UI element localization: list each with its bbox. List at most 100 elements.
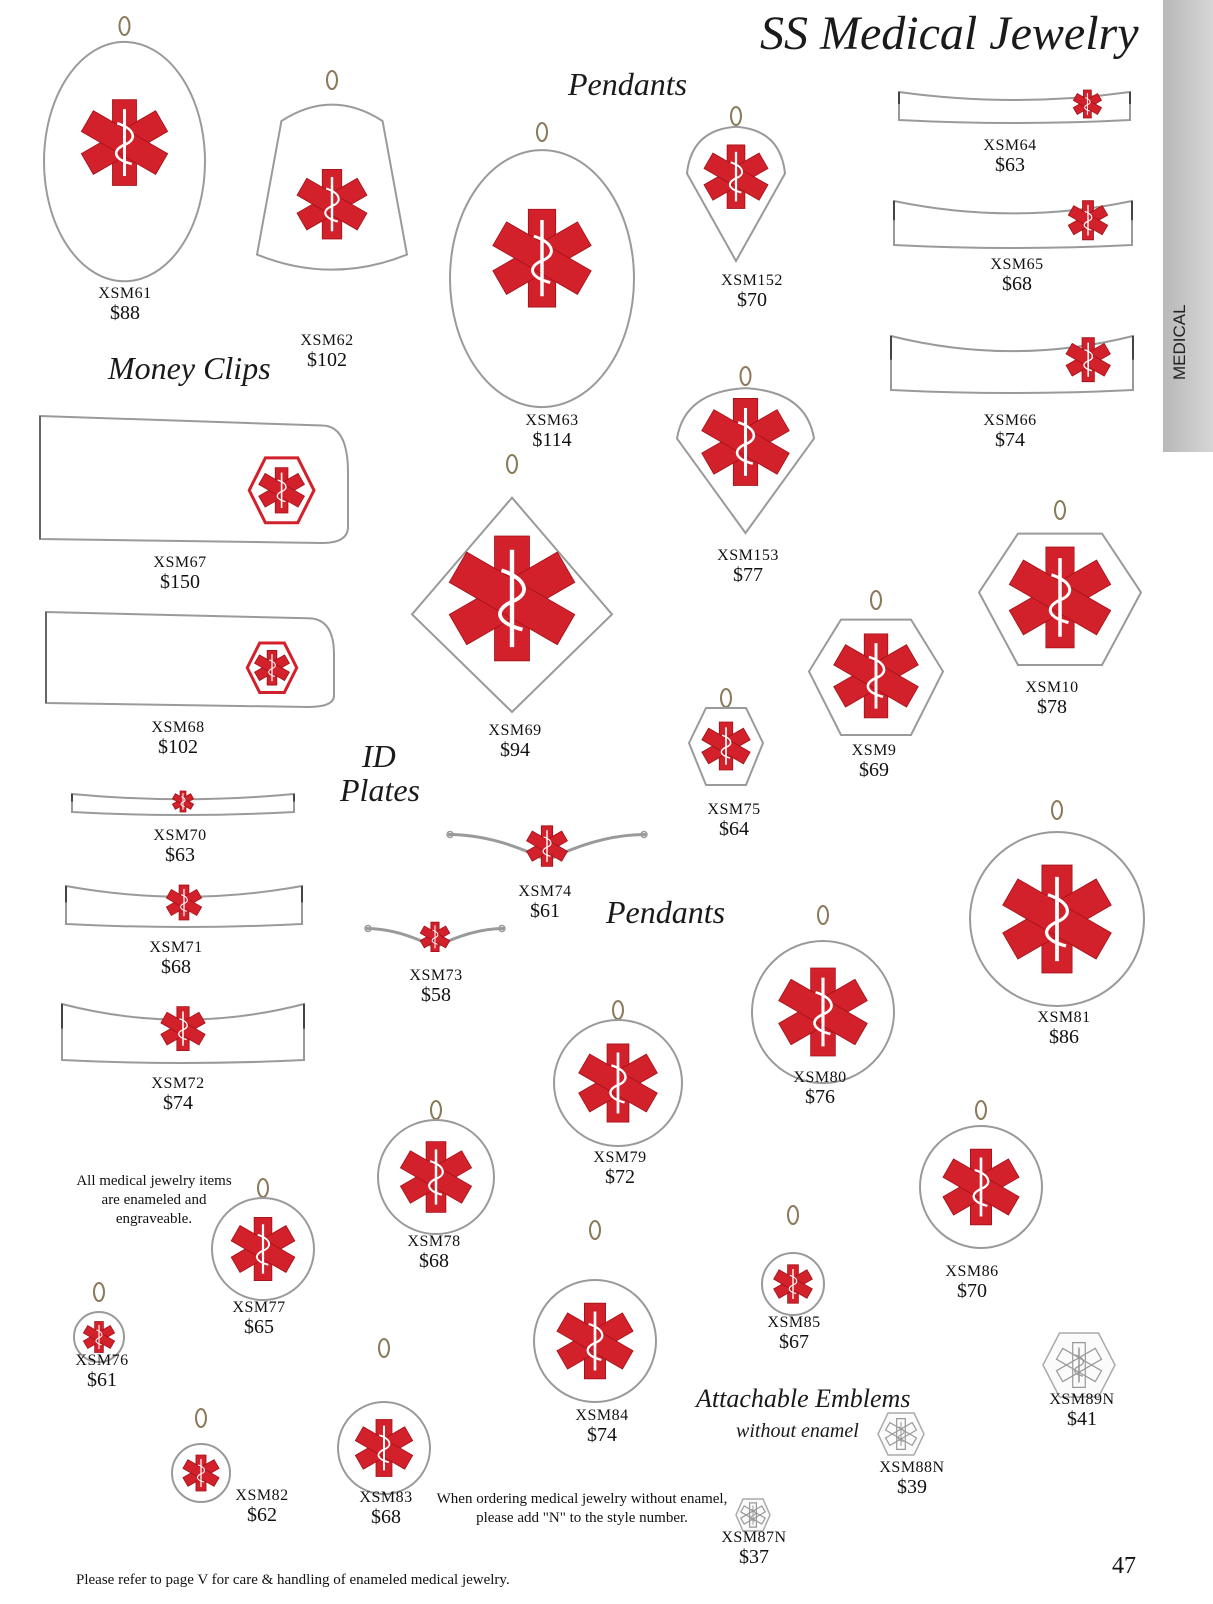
product-price: $65 <box>244 1315 274 1338</box>
product-xsm66 <box>885 330 1139 396</box>
medical-star-icon <box>171 1408 231 1503</box>
product-xsm78 <box>376 1100 496 1236</box>
product-label-xsm87n: XSM87N$37 <box>694 1529 814 1568</box>
product-xsm79 <box>552 1000 684 1148</box>
product-xsm72 <box>56 998 310 1066</box>
product-label-xsm63: XSM63$114 <box>492 412 612 451</box>
medical-star-icon <box>751 905 895 1084</box>
product-code: XSM72 <box>151 1075 205 1092</box>
medical-star-icon <box>43 16 206 283</box>
medical-star-icon <box>675 366 816 535</box>
product-price: $102 <box>307 348 347 371</box>
product-xsm67 <box>32 412 352 547</box>
heading-attachable-emblems: Attachable Emblems <box>696 1384 911 1413</box>
product-price: $64 <box>719 817 749 840</box>
product-xsm82 <box>170 1408 232 1504</box>
product-code: XSM70 <box>153 827 207 844</box>
product-label-xsm79: XSM79$72 <box>560 1149 680 1188</box>
product-label-xsm74: XSM74$61 <box>485 883 605 922</box>
product-code: XSM83 <box>359 1489 413 1506</box>
product-price: $70 <box>737 288 767 311</box>
product-xsm64 <box>893 86 1136 126</box>
product-label-xsm72: XSM72$74 <box>118 1075 238 1114</box>
product-label-xsm78: XSM78$68 <box>374 1233 494 1272</box>
product-price: $69 <box>859 758 889 781</box>
heading-pendants-top: Pendants <box>568 66 688 102</box>
product-xsm65 <box>888 195 1138 251</box>
product-price: $41 <box>1067 1407 1097 1430</box>
product-price: $61 <box>530 899 560 922</box>
product-code: XSM81 <box>1037 1009 1091 1026</box>
emblem-plain-icon <box>1042 1332 1116 1398</box>
product-xsm85 <box>760 1205 826 1317</box>
product-price: $88 <box>110 301 140 324</box>
product-label-xsm10: XSM10$78 <box>992 679 1112 718</box>
product-code: XSM86 <box>945 1263 999 1280</box>
product-code: XSM80 <box>793 1069 847 1086</box>
product-code: XSM71 <box>149 939 203 956</box>
medical-star-icon <box>449 122 635 409</box>
medical-star-icon <box>685 106 787 264</box>
product-price: $114 <box>532 428 572 451</box>
note-care: Please refer to page V for care & handli… <box>76 1572 510 1588</box>
heading-without-enamel: without enamel <box>736 1420 859 1442</box>
product-price: $63 <box>995 153 1025 176</box>
product-code: XSM66 <box>983 412 1037 429</box>
product-xsm74 <box>444 820 650 878</box>
medical-star-icon <box>919 1100 1043 1249</box>
product-code: XSM152 <box>721 272 783 289</box>
medical-star-icon <box>211 1178 315 1301</box>
product-label-xsm9: XSM9$69 <box>814 742 934 781</box>
product-label-xsm85: XSM85$67 <box>734 1314 854 1353</box>
medical-star-icon <box>65 884 303 928</box>
product-label-xsm153: XSM153$77 <box>688 547 808 586</box>
product-xsm62 <box>253 58 411 310</box>
product-xsm81 <box>968 800 1146 1008</box>
product-code: XSM67 <box>153 554 207 571</box>
product-xsm153 <box>673 366 818 536</box>
product-price: $39 <box>897 1475 927 1498</box>
product-price: $67 <box>779 1330 809 1353</box>
product-label-xsm73: XSM73$58 <box>376 967 496 1006</box>
product-label-xsm69: XSM69$94 <box>455 722 575 761</box>
medical-star-icon <box>893 199 1133 249</box>
product-price: $70 <box>957 1279 987 1302</box>
medical-star-icon <box>533 1220 657 1403</box>
product-price: $94 <box>500 738 530 761</box>
section-tab <box>1163 0 1213 452</box>
medical-star-icon <box>71 790 295 816</box>
medical-star-icon <box>761 1205 825 1316</box>
product-label-xsm152: XSM152$70 <box>692 272 812 311</box>
heading-pendants-mid: Pendants <box>606 894 726 930</box>
medical-star-icon <box>39 414 349 545</box>
product-price: $58 <box>421 983 451 1006</box>
medical-star-icon <box>364 921 506 952</box>
product-label-xsm66: XSM66$74 <box>950 412 1070 451</box>
medical-star-icon <box>687 688 765 786</box>
product-code: XSM89N <box>1049 1391 1115 1408</box>
product-price: $102 <box>158 735 198 758</box>
medical-star-icon <box>410 454 614 714</box>
product-label-xsm71: XSM71$68 <box>116 939 236 978</box>
product-xsm77 <box>210 1178 316 1302</box>
product-xsm87n <box>733 1496 773 1534</box>
product-price: $74 <box>587 1423 617 1446</box>
product-price: $68 <box>161 955 191 978</box>
product-label-xsm67: XSM67$150 <box>120 554 240 593</box>
product-price: $74 <box>995 428 1025 451</box>
product-label-xsm83: XSM83$68 <box>326 1489 446 1528</box>
product-code: XSM82 <box>235 1487 289 1504</box>
product-code: XSM68 <box>151 719 205 736</box>
product-label-xsm61: XSM61$88 <box>65 285 185 324</box>
medical-star-icon <box>61 1002 305 1064</box>
product-xsm152 <box>683 106 789 264</box>
product-xsm76 <box>72 1282 126 1364</box>
product-label-xsm84: XSM84$74 <box>542 1407 662 1446</box>
medical-star-icon <box>377 1100 495 1235</box>
product-label-xsm64: XSM64$63 <box>950 137 1070 176</box>
product-code: XSM77 <box>232 1299 286 1316</box>
emblem-plain-icon <box>735 1498 771 1532</box>
product-price: $74 <box>163 1091 193 1114</box>
product-code: XSM9 <box>851 742 897 759</box>
